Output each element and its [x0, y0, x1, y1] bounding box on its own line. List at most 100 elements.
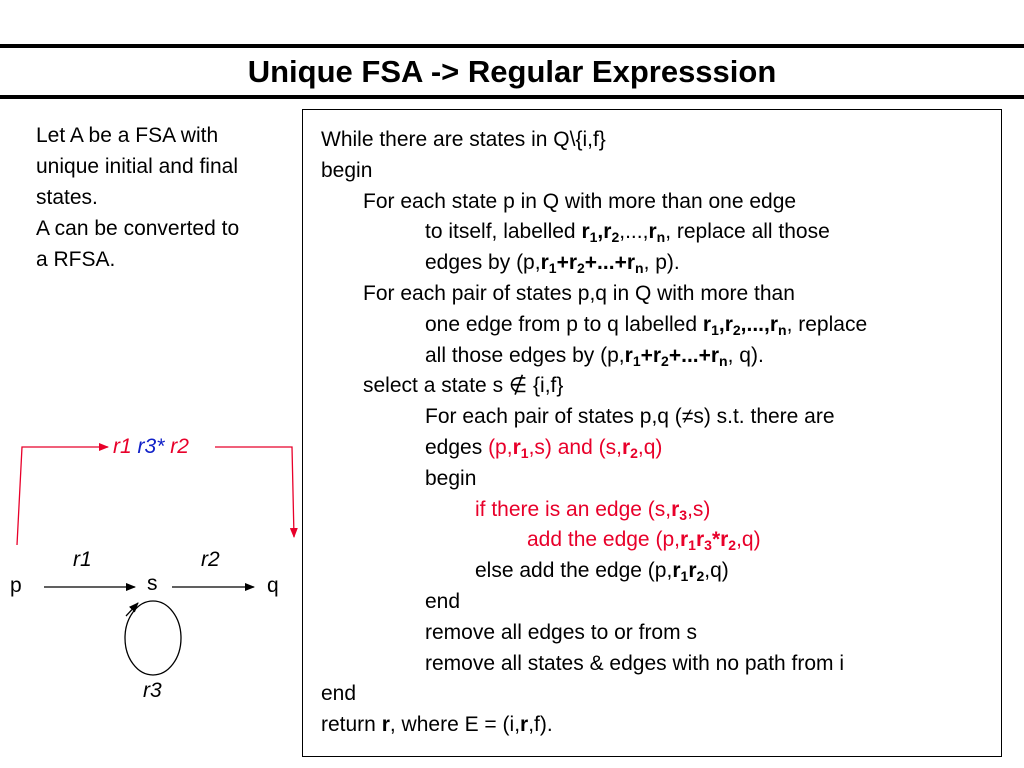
algorithm-segment: +...+r [584, 251, 635, 275]
algorithm-line: add the edge (p,r1r3*r2,q) [321, 525, 867, 556]
algorithm-segment: ,f). [528, 713, 553, 737]
state-p: p [10, 574, 22, 597]
algorithm-segment: *r [711, 528, 729, 552]
fsa-diagram: r1 r3* r2 p s q r1 r2 r3 [10, 435, 298, 702]
algorithm-segment: 2 [732, 321, 741, 338]
algorithm-line: end [321, 679, 867, 710]
edge-label-r1: r1 [73, 548, 92, 571]
combined-label-r2: r2 [164, 435, 189, 458]
algorithm-segment: 1 [589, 229, 598, 246]
algorithm-box [302, 109, 1002, 757]
algorithm-line: While there are states in Q\{i,f} [321, 125, 867, 156]
algorithm-segment: 1 [711, 321, 719, 338]
algorithm-segment: one edge from p to q labelled [425, 312, 703, 336]
algorithm-line: begin [321, 156, 867, 187]
algorithm-segment: 3 [704, 537, 712, 554]
algorithm-segment: 2 [611, 229, 620, 246]
self-loop-arrow [125, 602, 139, 617]
algorithm-line: one edge from p to q labelled r1,r2,...,… [321, 310, 867, 341]
algorithm-segment: +r [556, 251, 577, 275]
title-bottom-rule [0, 95, 1024, 99]
algorithm-line: else add the edge (p,r1r2,q) [321, 556, 867, 587]
algorithm-line: select a state s ∉ {i,f} [321, 371, 867, 402]
algorithm-segment: , where E = (i, [389, 713, 521, 737]
algorithm-segment: remove all edges to or from s [425, 620, 697, 644]
intro-line: a RFSA. [36, 248, 116, 271]
algorithm-segment: , replace all those [665, 220, 830, 244]
intro-line: A can be converted to [36, 217, 240, 240]
algorithm-segment: 1 [632, 352, 641, 369]
algorithm-line: remove all states & edges with no path f… [321, 649, 867, 680]
algorithm-segment: While there are states in Q\{i,f} [321, 128, 606, 151]
algorithm-segment: 2 [661, 352, 669, 369]
algorithm-segment: , q). [727, 343, 764, 367]
algorithm-segment: r [688, 559, 697, 583]
algorithm-segment: r [671, 497, 680, 521]
algorithm-segment: end [425, 589, 461, 613]
algorithm-line: For each pair of states p,q in Q with mo… [321, 279, 867, 310]
algorithm-line: if there is an edge (s,r3,s) [321, 495, 867, 526]
intro-text: Let A be a FSA with unique initial and f… [36, 120, 298, 275]
algorithm-segment: +r [640, 343, 662, 367]
state-q: q [267, 574, 279, 597]
combined-edge-right [215, 446, 298, 538]
algorithm-segment: to itself, labelled [425, 220, 582, 244]
algorithm-segment: edges [425, 435, 489, 459]
algorithm-segment: if there is an edge (s, [475, 497, 672, 521]
combined-edge-label: r1 r3* r2 [113, 435, 189, 458]
algorithm-segment: 2 [728, 537, 737, 554]
algorithm-segment: r [512, 435, 521, 459]
algorithm-line: remove all edges to or from s [321, 618, 867, 649]
algorithm-segment: For each pair of states p,q (≠s) s.t. th… [425, 405, 835, 429]
algorithm-segment: n [656, 229, 666, 246]
algorithm-segment: For each pair of states p,q in Q with mo… [363, 281, 795, 305]
algorithm-segment: all those edges by (p, [425, 343, 625, 367]
algorithm-segment: r [672, 559, 681, 583]
algorithm-segment: ,...,r [740, 312, 779, 336]
algorithm-segment: r [603, 220, 612, 244]
intro-line: Let A be a FSA with [36, 124, 219, 147]
algorithm-segment: 1 [688, 537, 696, 554]
algorithm-line: begin [321, 464, 867, 495]
combined-label-r1: r1 [113, 435, 138, 458]
algorithm-segment: , replace [786, 312, 868, 336]
algorithm-segment: r [581, 220, 590, 244]
algorithm-line: edges by (p,r1+r2+...+rn, p). [321, 248, 867, 279]
algorithm-segment: ,q) [637, 435, 663, 459]
algorithm-segment: r [679, 528, 689, 552]
algorithm-segment: ,s) and (s, [528, 435, 622, 459]
algorithm-segment: +...+r [668, 343, 720, 367]
title-top-rule [0, 44, 1024, 48]
algorithm-segment: ,..., [619, 220, 649, 244]
algorithm-line: edges (p,r1,s) and (s,r2,q) [321, 433, 867, 464]
algorithm-segment: ,s) [687, 497, 711, 521]
algorithm-segment: n [635, 260, 644, 277]
algorithm-segment: r [540, 251, 549, 275]
algorithm-segment: edges by (p, [425, 251, 541, 275]
algorithm-segment: r [648, 220, 657, 244]
algorithm-segment: begin [425, 466, 477, 490]
page-title: Unique FSA -> Regular Expresssion [247, 54, 777, 89]
intro-line: unique initial and final [36, 155, 238, 178]
algorithm-segment: return [321, 713, 382, 737]
state-s: s [147, 572, 158, 595]
algorithm-segment: ,q) [736, 528, 761, 552]
algorithm-line: to itself, labelled r1,r2,...,rn, replac… [321, 217, 867, 248]
algorithm-segment: begin [321, 158, 373, 182]
algorithm-segment: select a state s ∉ {i,f} [363, 374, 564, 398]
algorithm-segment: (p, [488, 435, 513, 459]
algorithm-segment: remove all states & edges with no path f… [425, 651, 845, 675]
algorithm-line: end [321, 587, 867, 618]
algorithm-segment: 2 [630, 444, 638, 461]
algorithm-segment: , p). [643, 251, 680, 275]
combined-edge-left [16, 443, 109, 546]
algorithm-segment: r [624, 343, 633, 367]
algorithm-segment: n [719, 352, 728, 369]
combined-label-r3star: r3* [138, 435, 166, 458]
algorithm-segment: r [695, 528, 705, 552]
algorithm-segment: 2 [696, 568, 705, 585]
algorithm-segment: 1 [548, 260, 557, 277]
algorithm-segment: 1 [520, 444, 529, 461]
algorithm-segment: r [702, 312, 712, 336]
